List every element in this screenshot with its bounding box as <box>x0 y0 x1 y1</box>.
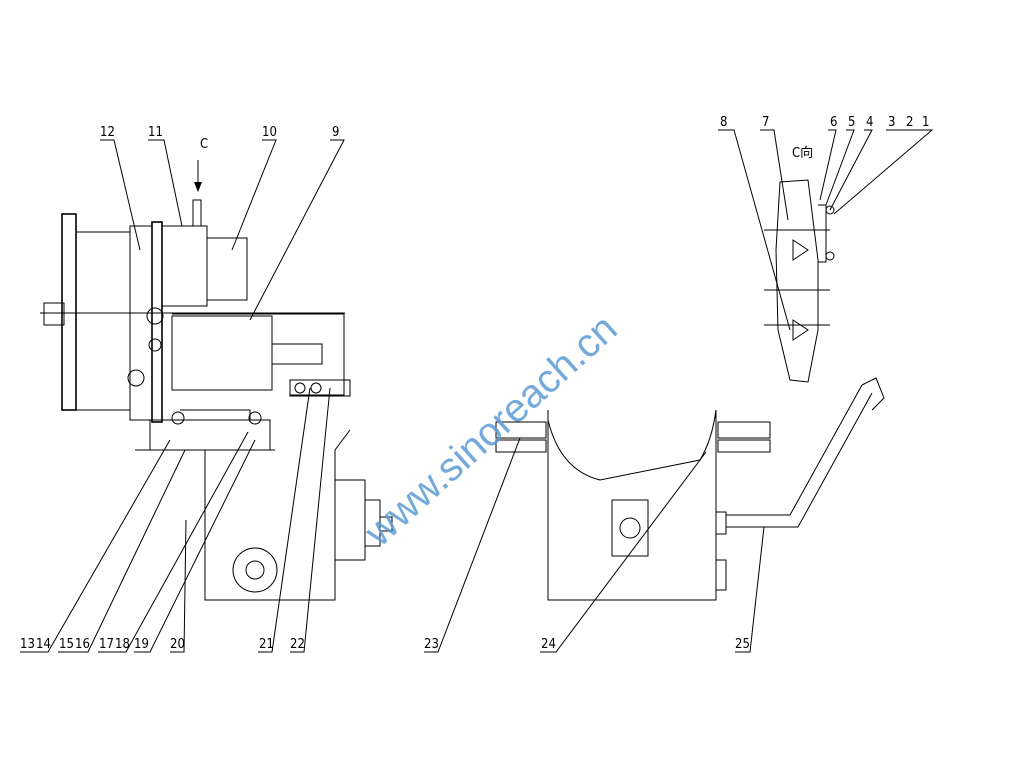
leader-lines <box>20 129 934 653</box>
label-23: 23 <box>424 637 439 652</box>
label-17: 17 <box>99 637 114 652</box>
label-14: 14 <box>36 637 51 652</box>
label-8: 8 <box>720 115 727 130</box>
label-22: 22 <box>290 637 305 652</box>
label-11: 11 <box>148 125 163 140</box>
label-21: 21 <box>259 637 274 652</box>
label-12: 12 <box>100 125 115 140</box>
label-25: 25 <box>735 637 750 652</box>
label-4: 4 <box>866 115 873 130</box>
transmission-assembly <box>40 199 393 601</box>
view-c-arrow: C <box>194 137 208 192</box>
label-1: 1 <box>922 115 929 130</box>
view-c-detail: C向 <box>764 145 835 383</box>
view-c-marker: C <box>200 137 208 152</box>
watermark: www.sinoreach.cn <box>356 306 626 555</box>
label-3: 3 <box>888 115 895 130</box>
label-18: 18 <box>115 637 130 652</box>
label-15: 15 <box>59 637 74 652</box>
label-19: 19 <box>134 637 149 652</box>
frame-mount-assembly <box>495 409 771 601</box>
label-7: 7 <box>762 115 769 130</box>
label-13: 13 <box>20 637 35 652</box>
label-24: 24 <box>541 637 556 652</box>
label-2: 2 <box>906 115 913 130</box>
label-6: 6 <box>830 115 837 130</box>
label-5: 5 <box>848 115 855 130</box>
view-c-title: C向 <box>792 145 813 161</box>
label-16: 16 <box>75 637 90 652</box>
label-20: 20 <box>170 637 185 652</box>
label-10: 10 <box>262 125 277 140</box>
label-9: 9 <box>332 125 339 140</box>
pipe-assembly <box>726 377 885 528</box>
part-labels: 12 11 10 9 8 7 6 5 4 3 2 1 13 14 15 16 1… <box>20 115 929 652</box>
